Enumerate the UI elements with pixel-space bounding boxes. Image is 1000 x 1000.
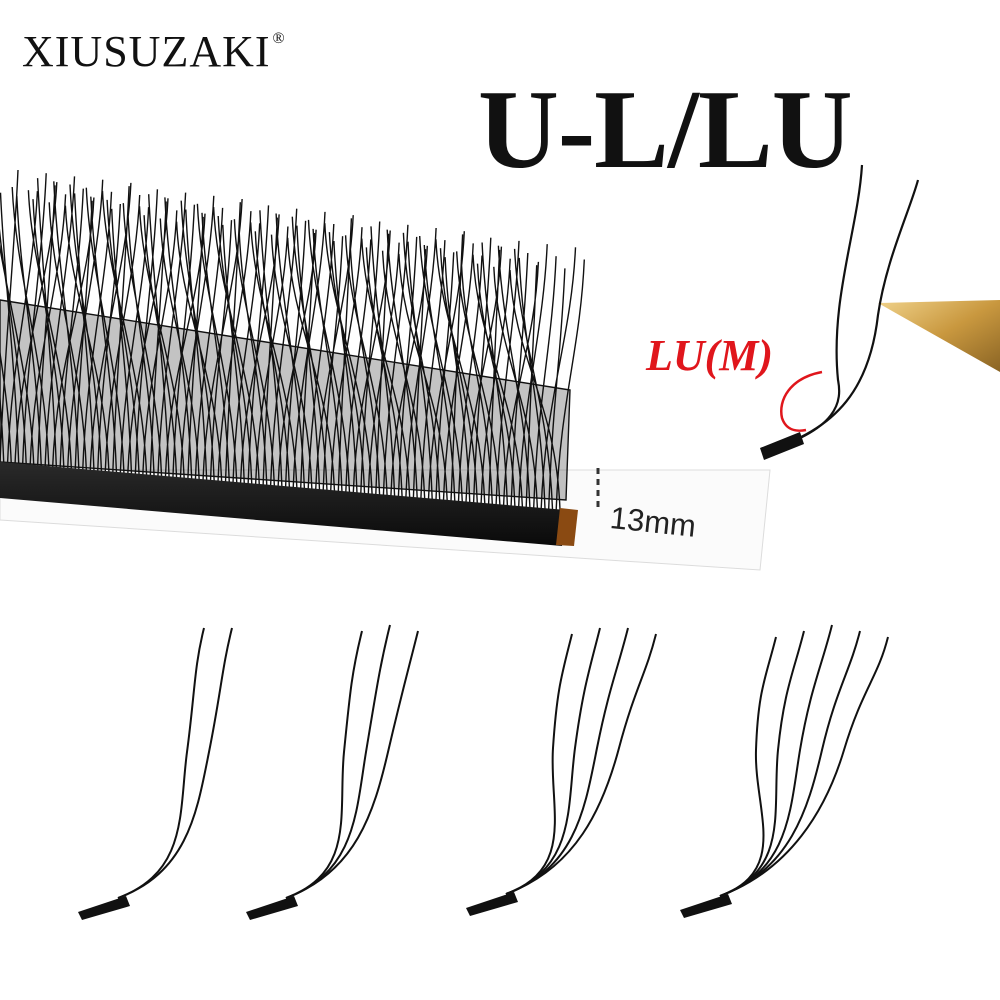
lash-strip-end (556, 508, 578, 546)
fan-sample-4 (680, 624, 889, 918)
registered-mark: ® (272, 30, 286, 47)
lash-density-shade (0, 299, 571, 501)
fan-strand (719, 630, 861, 897)
fan-sample-1 (78, 627, 233, 920)
fan-base (680, 894, 732, 918)
fan-strand (719, 630, 805, 897)
fan-strand (117, 627, 205, 899)
lash-fiber-strokes (0, 169, 585, 511)
fan-strand (505, 633, 657, 895)
lash-strip-base (0, 462, 566, 546)
fan-strand (505, 627, 601, 895)
fan-base (78, 896, 130, 920)
fan-base (466, 892, 518, 916)
curl-type-title: U-L/LU (478, 68, 853, 192)
curl-angle-arc (780, 370, 823, 432)
fan-strand (505, 633, 573, 895)
fan-sample-3 (466, 627, 657, 916)
fan-strand (505, 627, 629, 895)
fan-strand (719, 636, 777, 897)
fan-sample-2 (246, 624, 419, 920)
brand-name: XIUSUZAKI (22, 27, 271, 76)
fan-strand (719, 636, 889, 897)
fan-strand (719, 624, 833, 897)
fan-samples (78, 624, 889, 920)
fan-strand (117, 627, 233, 899)
brand-logo: XIUSUZAKI® (22, 26, 286, 77)
fan-strand (285, 630, 419, 899)
fan-strand (285, 624, 391, 899)
lu-curl-sample (760, 164, 920, 460)
fan-base (246, 896, 298, 920)
lash-fibers (0, 169, 585, 511)
curl-label: LU(M) (646, 331, 774, 380)
fan-strand (285, 630, 363, 899)
tweezer-icon (878, 300, 1000, 372)
